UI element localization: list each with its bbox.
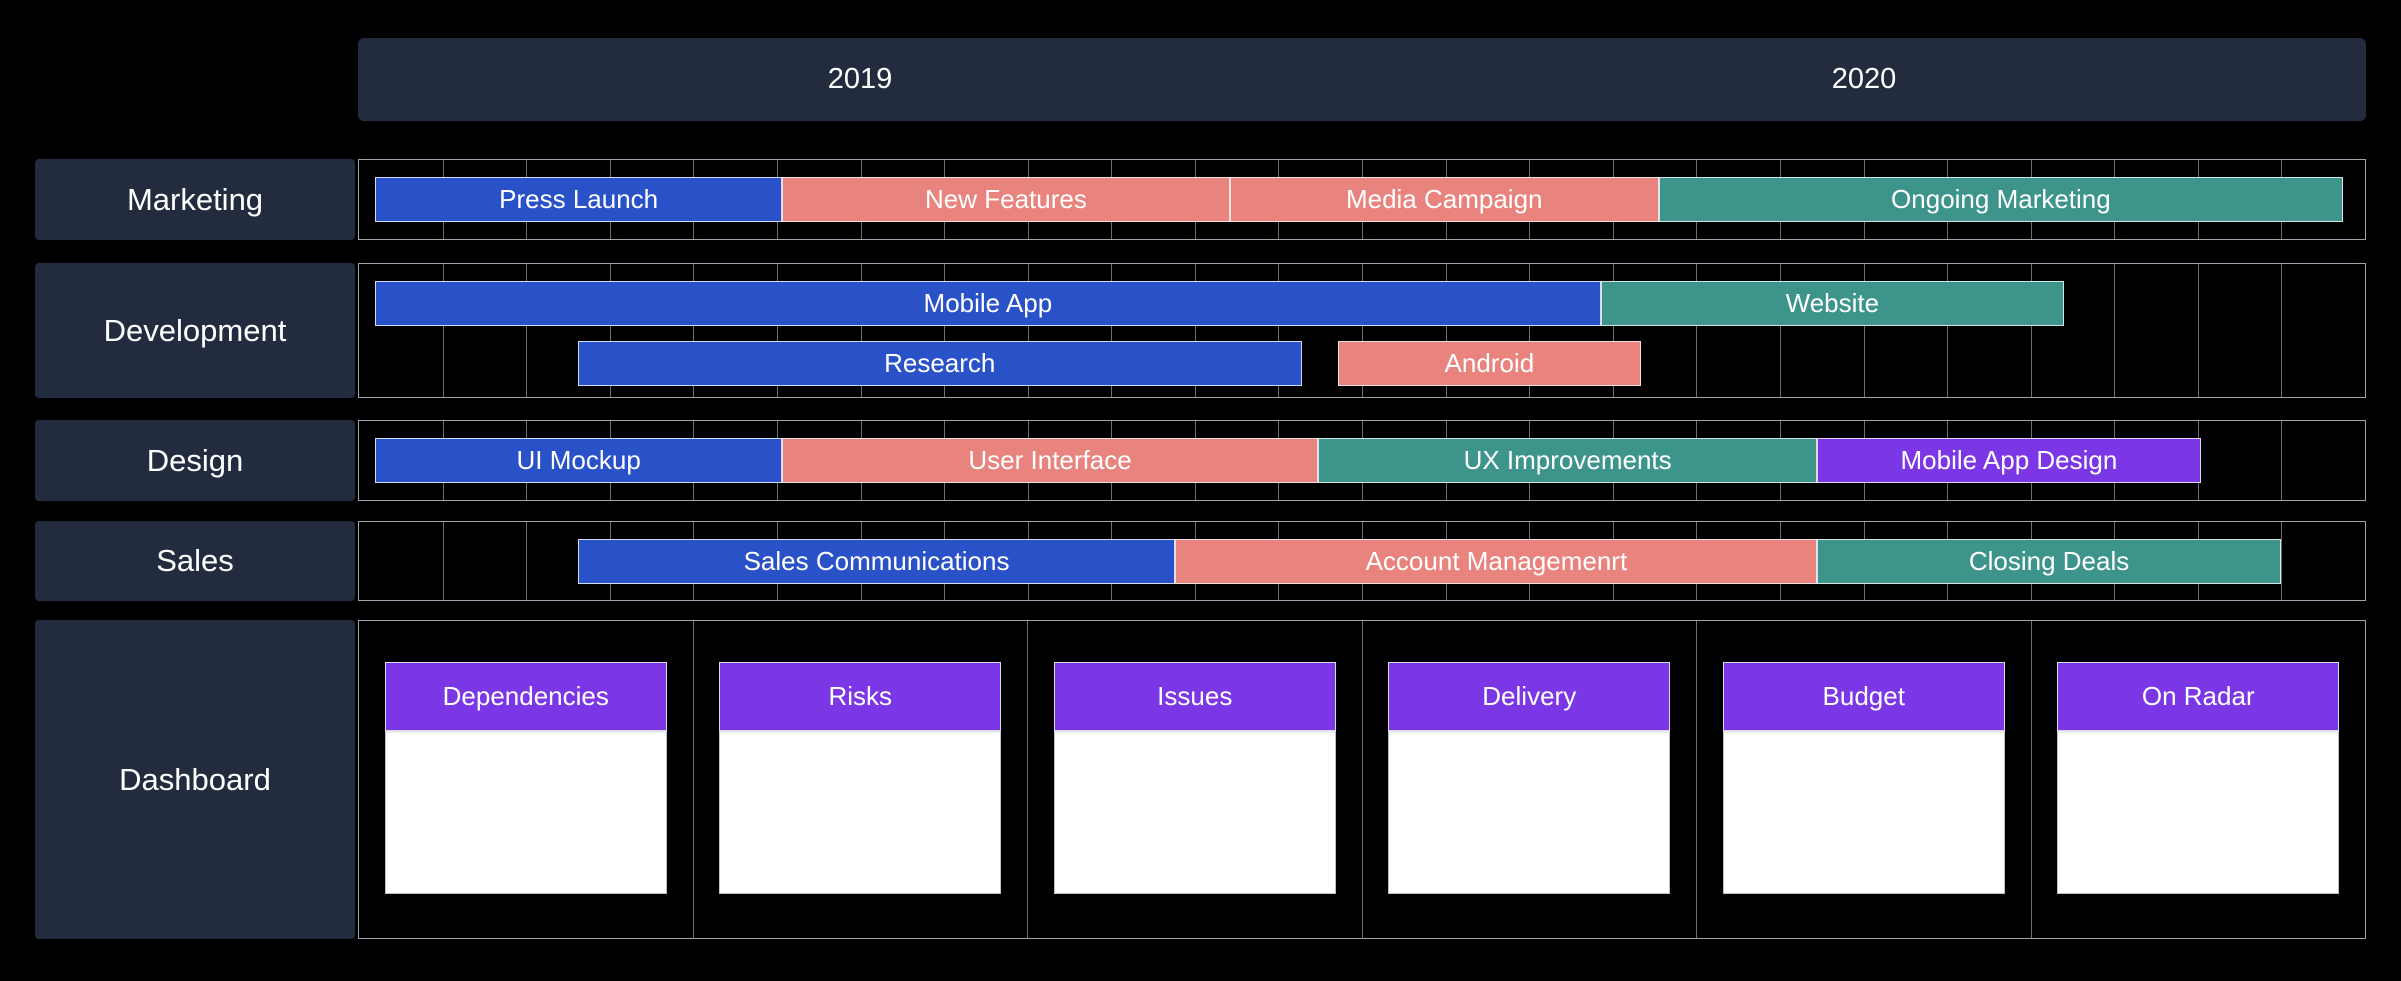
row-label-marketing: Marketing [35,159,355,240]
row-label-development: Development [35,263,355,398]
gridline [2030,264,2032,397]
dashboard-card-body [1722,731,2005,894]
row-label-design: Design [35,420,355,501]
gridline [1278,264,1280,397]
gridline [2281,522,2283,600]
gridline [776,264,778,397]
dashboard-cell: Risks [692,621,1028,938]
row-label-dashboard: Dashboard [35,620,355,939]
task-bar-ongoing-marketing[interactable]: Ongoing Marketing [1658,177,2343,222]
task-bar-website[interactable]: Website [1600,281,2065,326]
gridline [1696,264,1698,397]
task-bar-user-interface[interactable]: User Interface [782,438,1318,483]
task-bar-closing-deals[interactable]: Closing Deals [1817,539,2281,584]
dashboard-card-title: Budget [1722,662,2005,731]
gridline [1445,264,1447,397]
gridline [526,264,528,397]
gridline [944,264,946,397]
dashboard-cell: Delivery [1361,621,1697,938]
dashboard-card-on-radar[interactable]: On Radar [2057,662,2340,894]
dashboard-strip: Dependencies Risks Issues Delivery Budget On … [358,620,2366,939]
dashboard-card-body [1053,731,1336,894]
task-bar-sales-communications[interactable]: Sales Communications [577,539,1176,584]
gridline [1194,264,1196,397]
gridline [1612,264,1614,397]
task-bar-media-campaign[interactable]: Media Campaign [1229,177,1659,222]
task-bar-mobile-app-design[interactable]: Mobile App Design [1817,438,2201,483]
task-bar-account-managemenrt[interactable]: Account Managemenrt [1175,539,1818,584]
gridline [526,522,528,600]
task-bar-press-launch[interactable]: Press Launch [375,177,783,222]
task-bar-mobile-app[interactable]: Mobile App [375,281,1601,326]
gridline [442,264,444,397]
gridline [693,264,695,397]
gridline [1779,264,1781,397]
timeline-year-header: 2019 2020 [358,38,2366,121]
dashboard-card-delivery[interactable]: Delivery [1388,662,1671,894]
dashboard-card-body [719,731,1002,894]
year-label-right: 2020 [1831,63,1897,95]
gridline [2197,264,2199,397]
dashboard-card-issues[interactable]: Issues [1053,662,1336,894]
dashboard-cell: On Radar [2030,621,2366,938]
dashboard-card-dependencies[interactable]: Dependencies [384,662,667,894]
gridline [860,264,862,397]
dashboard-card-title: On Radar [2057,662,2340,731]
dashboard-card-title: Risks [719,662,1002,731]
task-bar-new-features[interactable]: New Features [782,177,1230,222]
dashboard-card-body [1388,731,1671,894]
gridline [1947,264,1949,397]
dashboard-card-body [2057,731,2340,894]
gridline [2281,421,2283,500]
gridline [1529,264,1531,397]
dashboard-card-budget[interactable]: Budget [1722,662,2005,894]
gridline [1027,264,1029,397]
dashboard-cell: Budget [1696,621,2031,938]
gridline [2281,264,2283,397]
dashboard-card-title: Issues [1053,662,1336,731]
dashboard-cell: Issues [1027,621,1362,938]
dashboard-card-title: Dependencies [384,662,667,731]
task-bar-ui-mockup[interactable]: UI Mockup [375,438,783,483]
year-label-left: 2019 [827,63,893,95]
dashboard-card-title: Delivery [1388,662,1671,731]
task-bar-android[interactable]: Android [1337,341,1641,386]
task-bar-research[interactable]: Research [577,341,1302,386]
gridline [609,264,611,397]
gridline [442,522,444,600]
dashboard-cell: Dependencies [359,621,693,938]
gridline [2114,264,2116,397]
gridline [1863,264,1865,397]
gridline [1111,264,1113,397]
gridline [1362,264,1363,397]
task-bar-ux-improvements[interactable]: UX Improvements [1317,438,1818,483]
dashboard-card-body [384,731,667,894]
row-label-sales: Sales [35,521,355,601]
dashboard-card-risks[interactable]: Risks [719,662,1002,894]
